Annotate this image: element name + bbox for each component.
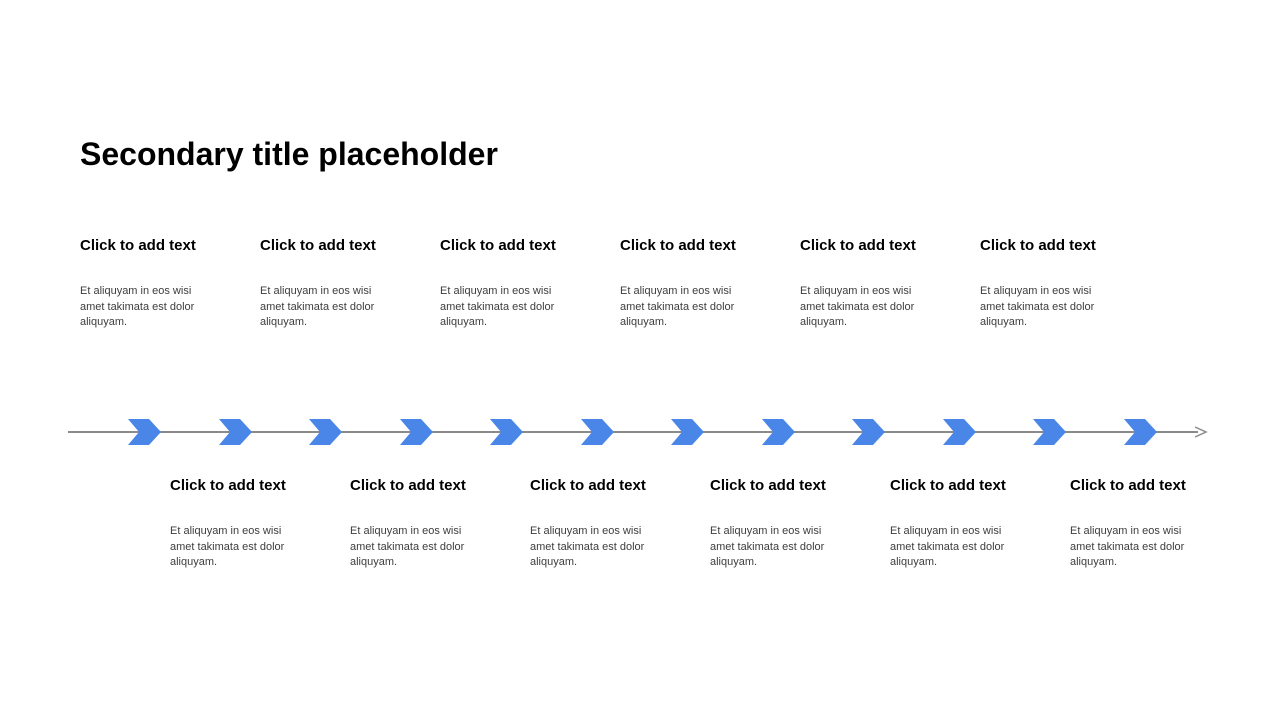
placeholder-heading[interactable]: Click to add text: [440, 237, 556, 254]
chevron-arrow-icon: [1033, 419, 1066, 445]
placeholder-body[interactable]: Et aliquyam in eos wisi amet takimata es…: [800, 285, 915, 328]
placeholder-body[interactable]: Et aliquyam in eos wisi amet takimata es…: [350, 525, 465, 568]
placeholder-body[interactable]: Et aliquyam in eos wisi amet takimata es…: [890, 525, 1005, 568]
placeholder-heading[interactable]: Click to add text: [170, 477, 286, 494]
placeholder-heading[interactable]: Click to add text: [800, 237, 916, 254]
text-placeholder[interactable]: Click to add text Et aliquyam in eos wis…: [620, 236, 750, 331]
placeholder-heading[interactable]: Click to add text: [710, 477, 826, 494]
placeholder-heading[interactable]: Click to add text: [620, 237, 736, 254]
chevron-arrow-icon: [671, 419, 704, 445]
chevron-arrow-icon: [218, 419, 252, 445]
text-placeholder[interactable]: Click to add text Et aliquyam in eos wis…: [530, 476, 660, 571]
timeline-arrowhead-icon: [1194, 426, 1208, 438]
text-placeholder[interactable]: Click to add text Et aliquyam in eos wis…: [980, 236, 1110, 331]
chevron-arrow-icon: [1123, 419, 1157, 445]
text-placeholder[interactable]: Click to add text Et aliquyam in eos wis…: [260, 236, 390, 331]
placeholder-heading[interactable]: Click to add text: [260, 237, 376, 254]
placeholder-body[interactable]: Et aliquyam in eos wisi amet takimata es…: [710, 525, 825, 568]
placeholder-body[interactable]: Et aliquyam in eos wisi amet takimata es…: [260, 285, 375, 328]
placeholder-body[interactable]: Et aliquyam in eos wisi amet takimata es…: [980, 285, 1095, 328]
chevron-arrow-icon: [399, 419, 433, 445]
chevron-arrow-icon: [309, 419, 342, 445]
text-placeholder[interactable]: Click to add text Et aliquyam in eos wis…: [710, 476, 840, 571]
chevron-arrow-icon: [128, 419, 161, 445]
slide-title[interactable]: Secondary title placeholder: [80, 136, 498, 172]
chevron-arrow-icon: [490, 419, 523, 445]
text-placeholder[interactable]: Click to add text Et aliquyam in eos wis…: [1070, 476, 1200, 571]
placeholder-body[interactable]: Et aliquyam in eos wisi amet takimata es…: [80, 285, 195, 328]
placeholder-heading[interactable]: Click to add text: [1070, 477, 1186, 494]
text-placeholder[interactable]: Click to add text Et aliquyam in eos wis…: [80, 236, 210, 331]
chevron-arrow-icon: [942, 419, 976, 445]
text-placeholder[interactable]: Click to add text Et aliquyam in eos wis…: [800, 236, 930, 331]
chevron-arrow-icon: [761, 419, 795, 445]
placeholder-body[interactable]: Et aliquyam in eos wisi amet takimata es…: [170, 525, 285, 568]
placeholder-heading[interactable]: Click to add text: [980, 237, 1096, 254]
text-placeholder[interactable]: Click to add text Et aliquyam in eos wis…: [440, 236, 570, 331]
placeholder-body[interactable]: Et aliquyam in eos wisi amet takimata es…: [530, 525, 645, 568]
placeholder-heading[interactable]: Click to add text: [530, 477, 646, 494]
chevron-arrow-icon: [852, 419, 885, 445]
chevron-arrow-icon: [580, 419, 614, 445]
text-placeholder[interactable]: Click to add text Et aliquyam in eos wis…: [890, 476, 1020, 571]
timeline-line: [68, 431, 1198, 433]
placeholder-heading[interactable]: Click to add text: [80, 237, 196, 254]
placeholder-heading[interactable]: Click to add text: [890, 477, 1006, 494]
placeholder-body[interactable]: Et aliquyam in eos wisi amet takimata es…: [1070, 525, 1185, 568]
text-placeholder[interactable]: Click to add text Et aliquyam in eos wis…: [170, 476, 300, 571]
placeholder-body[interactable]: Et aliquyam in eos wisi amet takimata es…: [440, 285, 555, 328]
text-placeholder[interactable]: Click to add text Et aliquyam in eos wis…: [350, 476, 480, 571]
placeholder-heading[interactable]: Click to add text: [350, 477, 466, 494]
placeholder-body[interactable]: Et aliquyam in eos wisi amet takimata es…: [620, 285, 735, 328]
